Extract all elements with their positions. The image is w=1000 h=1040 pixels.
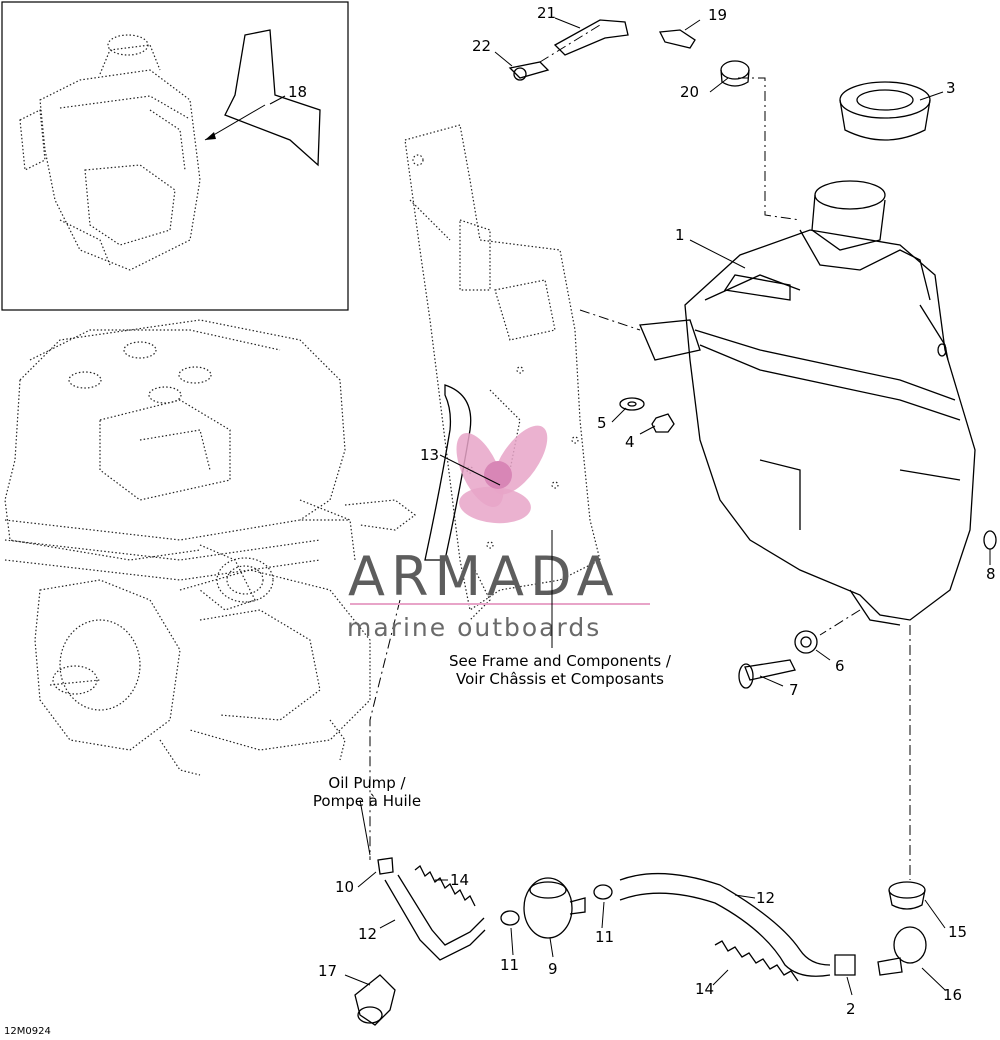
note-pump-line2: Pompe à Huile [313, 792, 421, 810]
callout-14-b: 14 [695, 980, 714, 998]
callout-15: 15 [948, 923, 967, 941]
callout-5: 5 [597, 414, 607, 432]
callout-11-b: 11 [595, 928, 614, 946]
parts-6-7-8-mounting [738, 530, 997, 689]
callout-8: 8 [986, 565, 996, 583]
callout-numbers: 1 2 3 4 5 6 7 8 9 10 11 11 12 12 13 14 1… [288, 4, 996, 1018]
inset-oil-tank [19, 34, 201, 271]
note-frame-line2: Voir Châssis et Composants [456, 670, 664, 688]
callout-7: 7 [789, 681, 799, 699]
note-pump-line1: Oil Pump / [328, 774, 406, 792]
part-3-cap [839, 81, 931, 141]
parts-10-11-clamps [377, 857, 613, 926]
vent-assembly [508, 19, 750, 87]
watermark-propeller-logo [456, 425, 548, 524]
callout-2: 2 [846, 1000, 856, 1018]
watermark-rule [350, 603, 650, 605]
alignment-lines [369, 24, 911, 880]
callout-11-a: 11 [500, 956, 519, 974]
callout-10: 10 [335, 878, 354, 896]
callout-14-a: 14 [450, 871, 469, 889]
callout-16: 16 [943, 986, 962, 1004]
watermark: ARMADA marine outboards [347, 425, 650, 642]
callout-9: 9 [548, 960, 558, 978]
callout-12-a: 12 [358, 925, 377, 943]
engine-block [4, 319, 416, 776]
callout-3: 3 [946, 79, 956, 97]
note-frame-line1: See Frame and Components / [449, 652, 672, 670]
drawing-code: 12M0924 [4, 1026, 51, 1037]
callout-13: 13 [420, 446, 439, 464]
part-12-hose-right [619, 872, 831, 977]
part-12-hose-left [384, 874, 486, 961]
parts-2-15-16-outlet [834, 881, 927, 976]
part-18-shield [204, 29, 321, 167]
part-17-clip [354, 974, 396, 1026]
callout-19: 19 [708, 6, 727, 24]
callout-17: 17 [318, 962, 337, 980]
inset-view [1, 1, 349, 311]
callout-1: 1 [675, 226, 685, 244]
parts-4-5-fasteners [619, 397, 675, 433]
callout-4: 4 [625, 433, 635, 451]
callout-21: 21 [537, 4, 556, 22]
watermark-brand: ARMADA [348, 545, 620, 608]
callout-leaders [269, 17, 991, 996]
callout-22: 22 [472, 37, 491, 55]
callout-18: 18 [288, 83, 307, 101]
intake-port [199, 544, 274, 611]
watermark-tagline: marine outboards [347, 613, 601, 642]
part-9-filter [523, 877, 586, 939]
callout-20: 20 [680, 83, 699, 101]
callout-12-b: 12 [756, 889, 775, 907]
part-14-springs [414, 864, 799, 982]
part-1-oil-tank [639, 180, 976, 626]
notes: See Frame and Components / Voir Châssis … [313, 652, 672, 810]
part-13-strap [424, 384, 472, 561]
callout-6: 6 [835, 657, 845, 675]
